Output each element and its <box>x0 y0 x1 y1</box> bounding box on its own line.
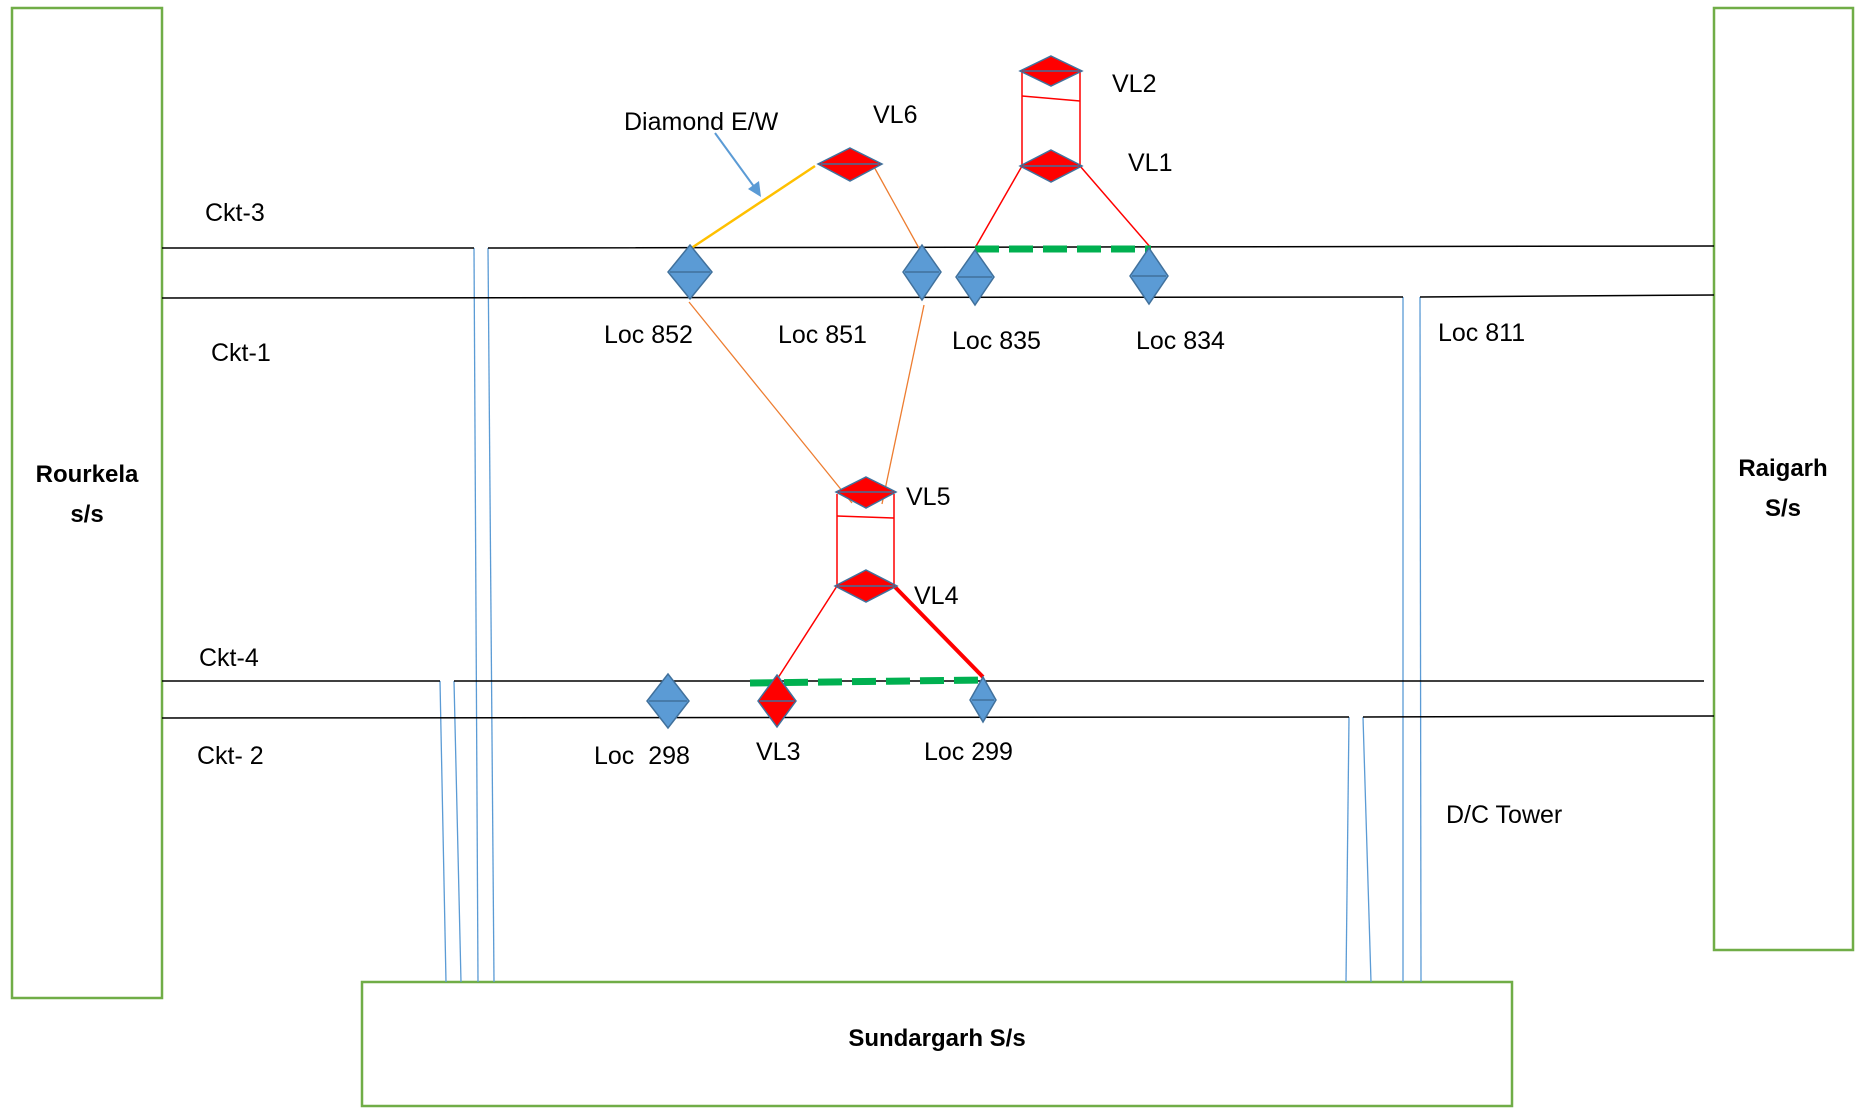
vl2-label: VL2 <box>1112 70 1156 98</box>
loc299-label: Loc 299 <box>924 738 1013 766</box>
tower-loc834-icon[interactable] <box>1129 246 1169 306</box>
vl1-label: VL1 <box>1128 149 1172 177</box>
vl3-diamond-icon[interactable] <box>757 673 797 729</box>
vl3-label: VL3 <box>756 738 800 766</box>
vl5-diamond-icon[interactable] <box>834 476 898 509</box>
tower-loc851-icon[interactable] <box>902 243 942 302</box>
rourkela-label-line1: Rourkela <box>36 461 139 488</box>
vl4-diamond-icon[interactable] <box>833 569 899 603</box>
loc835-label: Loc 835 <box>952 327 1041 355</box>
callout-arrow <box>714 132 761 197</box>
ckt3-label: Ckt-3 <box>205 199 265 227</box>
raigarh-substation-box[interactable] <box>1712 6 1855 952</box>
tower-loc835-icon[interactable] <box>955 248 995 307</box>
red-connector <box>1079 165 1152 249</box>
raigarh-label-line2: S/s <box>1765 495 1801 522</box>
vl1-diamond-icon[interactable] <box>1018 149 1084 183</box>
vl2-diamond-icon[interactable] <box>1018 55 1084 87</box>
vl6-label: VL6 <box>873 101 917 129</box>
vl-red-lines <box>775 71 1152 682</box>
dc-tower-line <box>1419 296 1422 983</box>
dc-tower-line <box>453 680 462 983</box>
sundargarh-label: Sundargarh S/s <box>848 1025 1025 1052</box>
loc834-label: Loc 834 <box>1136 327 1225 355</box>
dc-tower-label: D/C Tower <box>1446 801 1562 829</box>
orange-connector <box>688 301 853 504</box>
tower-loc298-icon[interactable] <box>646 672 690 730</box>
vl4-label: VL4 <box>914 582 959 610</box>
tower-loc852-icon[interactable] <box>667 243 713 301</box>
dc-tower-line <box>473 247 479 983</box>
loc851-label: Loc 851 <box>778 321 867 349</box>
vl5-label: VL5 <box>906 483 950 511</box>
loc298-label: Loc 298 <box>594 742 690 770</box>
red-connector <box>775 585 838 682</box>
dc-tower-line <box>1345 716 1350 983</box>
loc852-label: Loc 852 <box>604 321 693 349</box>
bypass-dashed-line-ckt4 <box>749 676 984 687</box>
red-connector <box>1021 95 1081 102</box>
red-connector <box>974 165 1023 249</box>
tower-loc299-icon[interactable] <box>969 675 997 724</box>
red-connector <box>836 515 895 519</box>
circuit-lines <box>161 245 1715 719</box>
ckt1-line <box>161 294 1715 299</box>
sundargarh-substation-box[interactable] <box>360 980 1514 1108</box>
rourkela-label-line2: s/s <box>70 501 103 528</box>
ckt3-line <box>162 245 1715 249</box>
raigarh-label-line1: Raigarh <box>1738 455 1827 482</box>
diamond-earthwire-line <box>689 164 816 251</box>
dc-tower-line <box>1362 716 1372 983</box>
dc-tower-line <box>439 680 447 983</box>
dc-tower-line <box>487 247 495 983</box>
rourkela-substation-box[interactable] <box>10 6 164 1000</box>
ckt3-diversion-lines <box>688 164 925 505</box>
red-connector <box>892 584 985 679</box>
orange-connector <box>872 164 921 251</box>
dc-tower-lines <box>439 247 1422 983</box>
loc811-label: Loc 811 <box>1438 319 1525 347</box>
ckt4-label: Ckt-4 <box>199 644 259 672</box>
diamond-ew-label: Diamond E/W <box>624 108 779 136</box>
vl6-diamond-icon[interactable] <box>816 147 884 182</box>
ckt2-label: Ckt- 2 <box>197 742 264 770</box>
orange-connector <box>881 304 925 505</box>
ckt2-line <box>161 715 1715 719</box>
ckt1-label: Ckt-1 <box>211 339 271 367</box>
